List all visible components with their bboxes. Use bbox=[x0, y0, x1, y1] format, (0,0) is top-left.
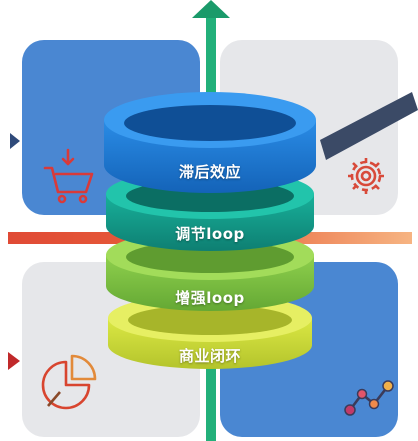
vertical-axis-arrow bbox=[192, 0, 230, 18]
ring-1 bbox=[104, 92, 316, 193]
ring-label-2: 调节loop bbox=[175, 225, 245, 243]
left-arrow-top bbox=[10, 133, 20, 149]
ring-label-4: 商业闭环 bbox=[178, 347, 241, 365]
shopping-cart-icon bbox=[43, 148, 94, 204]
left-arrow-bottom bbox=[8, 352, 20, 370]
gear-icon bbox=[348, 158, 384, 194]
line-chart-icon bbox=[344, 380, 394, 416]
ring-label-1: 滞后效应 bbox=[178, 163, 241, 181]
ring-label-3: 增强loop bbox=[175, 289, 245, 307]
diagonal-bar bbox=[320, 92, 418, 160]
pie-chart-icon bbox=[41, 354, 97, 410]
